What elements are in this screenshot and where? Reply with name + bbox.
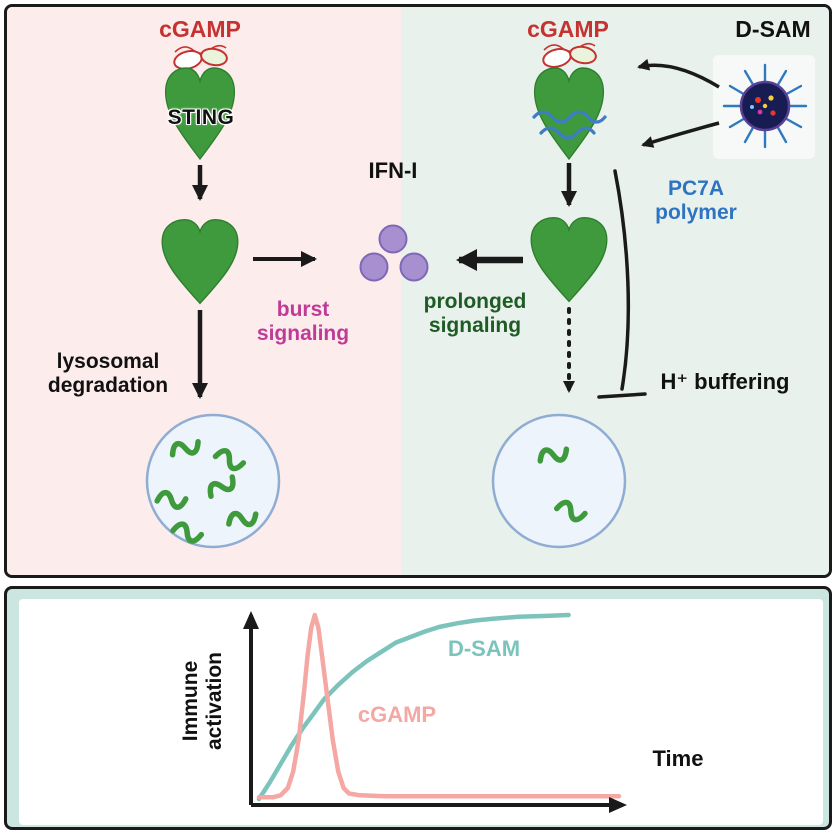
lysosome-icon-left [145,413,281,549]
arrow-release-bottom [641,121,720,148]
cgamp-label-right: cGAMP [527,16,609,42]
cgamp-molecule-icon-left [173,44,228,70]
cgamp-label-left: cGAMP [159,16,241,42]
active-sting-icon-right [530,216,608,303]
pc7a-polymer-label: PC7A polymer [655,177,737,224]
lysosomal-degradation-label: lysosomal degradation [47,350,169,397]
nanoparticle-icon [722,63,808,149]
ifn-particles-icon [359,224,429,282]
sting-pc7a-complex-icon [532,67,607,160]
active-sting-icon-left [161,218,239,305]
ifn-label: IFN-I [368,158,418,183]
burst-signaling-label: burst signaling [256,298,350,345]
arrow-release-top [637,58,720,89]
cgamp-curve-label: cGAMP [357,702,437,727]
mechanism-diagram: cGAMP STING IFN-I burst signaling lysoso… [4,4,832,578]
kinetics-panel: Immune activation Time D-SAM cGAMP [4,586,832,830]
h-buffering-label: H⁺ buffering [660,369,790,394]
curve-dsam [256,612,571,802]
prolonged-signaling-label: prolonged signaling [423,290,527,337]
lysosome-icon-right [491,413,627,549]
chart-area [19,599,823,825]
y-axis-label: Immune activation [179,651,226,751]
dsam-curve-label: D-SAM [447,636,521,661]
diagram-graphics [145,42,815,549]
inhibition-tbar-icon [597,169,647,399]
x-axis-label: Time [652,746,704,771]
nanoparticle-cargo-dots [750,95,776,116]
kinetics-chart [243,611,627,813]
sting-label: STING [167,106,235,129]
dsam-label: D-SAM [735,16,811,42]
cgamp-molecule-icon-right [542,42,597,68]
pc7a-polymer-strands [532,110,607,140]
curve-cgamp [256,612,622,800]
